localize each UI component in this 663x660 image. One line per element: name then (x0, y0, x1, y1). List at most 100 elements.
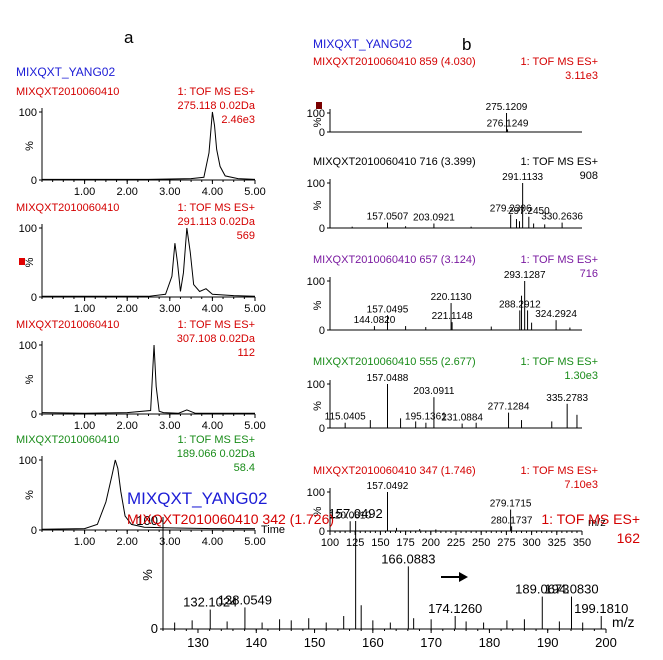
y-axis-label: % (24, 257, 36, 267)
x-tick-label: 200 (595, 635, 617, 650)
mass-window-label: 291.113 0.02Da (178, 216, 256, 228)
x-tick-label: 4.00 (202, 303, 223, 315)
x-tick-label: 2.00 (116, 420, 137, 432)
function-label: 1: TOF MS ES+ (177, 434, 255, 446)
intensity-label: 162 (617, 530, 641, 546)
intensity-label: 3.11e3 (565, 70, 598, 82)
peak-label: 231.0884 (441, 413, 483, 424)
peak-label: 199.1810 (574, 601, 628, 616)
y-tick-label: 100 (307, 108, 325, 120)
peak-label: 324.2924 (535, 309, 577, 320)
y-tick-label: 0 (31, 409, 37, 421)
intensity-label: 908 (580, 170, 598, 182)
x-tick-label: 175 (396, 537, 414, 549)
x-tick-label: 325 (548, 537, 566, 549)
function-label: 1: TOF MS ES+ (177, 202, 255, 214)
chart-ms3: 1000%144.0820157.0495220.1130221.1148288… (307, 254, 598, 337)
function-label: 1: TOF MS ES+ (520, 56, 598, 68)
y-tick-label: 0 (319, 223, 325, 235)
peak-label: 330.2636 (541, 212, 583, 223)
chart-ms4: 1000%115.0405157.0488195.1361203.0911231… (307, 356, 598, 435)
peak-label: 280.1737 (491, 515, 533, 526)
peak-label: 166.0883 (381, 551, 435, 566)
y-tick-label: 100 (307, 178, 325, 190)
y-tick-label: 100 (136, 513, 158, 528)
chromatogram-trace (41, 459, 255, 530)
panel-letter-b: b (462, 35, 471, 54)
y-tick-label: 0 (31, 525, 37, 537)
function-label: 1: TOF MS ES+ (541, 511, 640, 527)
intensity-label: 716 (580, 268, 598, 280)
y-tick-label: 100 (19, 107, 37, 119)
x-tick-label: 200 (422, 537, 440, 549)
sample-title: MIXQXT2010060410 (16, 86, 119, 98)
mass-window-label: 189.066 0.02Da (177, 448, 256, 460)
function-label: 1: TOF MS ES+ (177, 319, 255, 331)
y-tick-label: 0 (319, 127, 325, 139)
peak-label: 297.2450 (508, 206, 550, 217)
y-axis-label: % (140, 569, 155, 581)
y-axis-label: % (312, 506, 324, 516)
y-tick-label: 100 (307, 276, 325, 288)
y-axis-label: % (24, 374, 36, 384)
x-tick-label: 160 (362, 635, 384, 650)
y-tick-label: 100 (19, 340, 37, 352)
x-tick-label: 350 (573, 537, 591, 549)
experiment-title: MIXQXT_YANG02 (313, 37, 412, 51)
peak-label: 189.0673 (515, 582, 569, 597)
x-tick-label: 5.00 (244, 536, 265, 548)
x-tick-label: 4.00 (202, 536, 223, 548)
y-tick-label: 0 (31, 292, 37, 304)
panel-letter-a: a (124, 28, 134, 47)
intensity-label: 569 (237, 230, 255, 242)
scan-title: MIXQXT2010060410 555 (2.677) (313, 356, 476, 368)
peak-label: 174.1260 (428, 601, 482, 616)
y-axis-label: % (312, 117, 324, 127)
y-axis-label: % (312, 200, 324, 210)
chromatogram-trace (42, 111, 256, 180)
y-tick-label: 100 (19, 455, 37, 467)
peak-label: 279.2306 (490, 204, 532, 215)
y-tick-label: 100 (19, 223, 37, 235)
scan-title: MIXQXT2010060410 347 (1.746) (313, 465, 476, 477)
peak-label: 120.0810 (329, 510, 371, 521)
peak-label: 288.2912 (499, 299, 541, 310)
peak-label: 220.1130 (431, 292, 472, 303)
experiment-title: MIXQXT_YANG02 (127, 489, 267, 508)
chart-ms1: 1000%275.1209276.1249MIXQXT_YANG02MIXQXT… (307, 37, 598, 139)
y-axis-label: % (312, 300, 324, 310)
x-tick-label: 3.00 (159, 420, 180, 432)
peak-label: 203.0921 (413, 213, 455, 224)
peak-label: 132.1024 (183, 595, 237, 610)
x-axis-label: m/z (612, 614, 635, 630)
x-tick-label: 225 (447, 537, 465, 549)
function-label: 1: TOF MS ES+ (520, 356, 598, 368)
x-tick-label: 5.00 (244, 303, 265, 315)
chromatogram-trace (42, 227, 256, 297)
x-tick-label: 3.00 (159, 186, 180, 198)
scan-title: MIXQXT2010060410 657 (3.124) (313, 254, 476, 266)
peak-label: 195.1361 (405, 412, 447, 423)
sample-title: MIXQXT2010060410 (16, 434, 119, 446)
x-tick-label: 150 (304, 635, 326, 650)
peak-label: 279.1715 (490, 499, 532, 510)
peak-label: 157.0492 (329, 506, 383, 521)
sample-title: MIXQXT2010060410 (16, 319, 119, 331)
x-tick-label: 300 (522, 537, 540, 549)
x-tick-label: 190 (537, 635, 559, 650)
mass-window-label: 275.118 0.02Da (178, 100, 256, 112)
x-tick-label: 130 (187, 635, 209, 650)
x-tick-label: 3.00 (159, 303, 180, 315)
x-tick-label: 2.00 (116, 186, 137, 198)
peak-label: 335.2783 (546, 393, 588, 404)
x-tick-label: 1.00 (74, 303, 95, 315)
intensity-label: 112 (237, 347, 255, 359)
y-tick-label: 0 (31, 175, 37, 187)
x-tick-label: 100 (321, 537, 339, 549)
